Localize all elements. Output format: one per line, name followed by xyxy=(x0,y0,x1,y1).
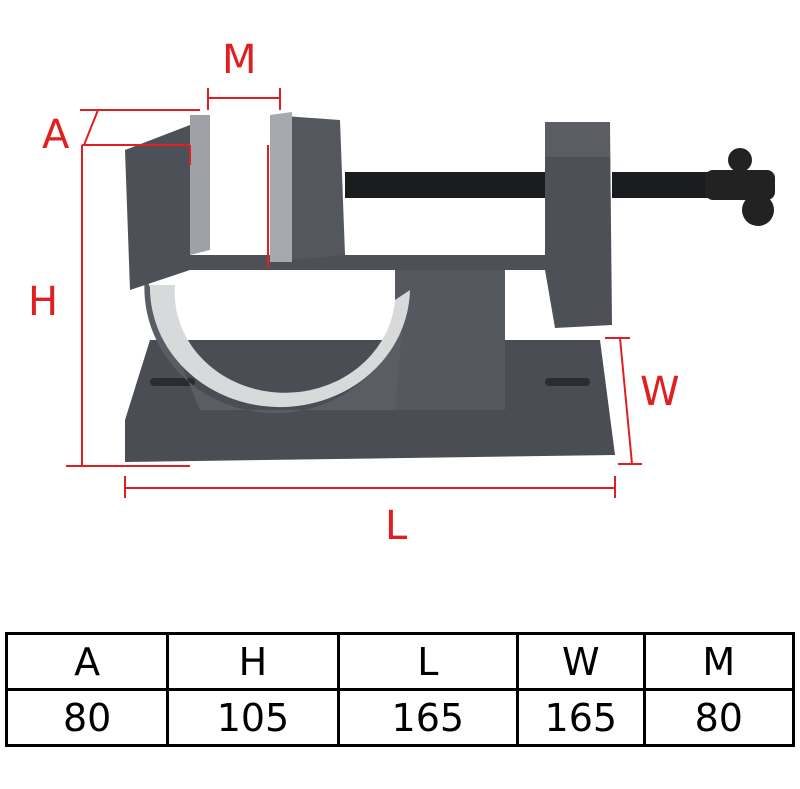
header-l: L xyxy=(336,632,519,691)
dimensions-table: A H L W M 80 105 165 165 80 xyxy=(4,632,796,747)
base-slot-left xyxy=(150,378,195,386)
moving-jaw-face xyxy=(270,112,292,262)
screw-end xyxy=(612,172,712,198)
header-w: W xyxy=(515,632,646,691)
end-block xyxy=(545,122,610,157)
dimension-label-l: L xyxy=(385,503,408,549)
value-l: 165 xyxy=(336,688,519,747)
table-header-row: A H L W M xyxy=(4,632,796,691)
table-value-row: 80 105 165 165 80 xyxy=(4,688,796,747)
lead-screw xyxy=(345,172,545,198)
base-slot-right xyxy=(545,378,590,386)
dimension-lines xyxy=(66,88,642,498)
value-a: 80 xyxy=(4,688,170,747)
tilt-support xyxy=(395,270,505,410)
value-w: 165 xyxy=(515,688,646,747)
handle-hub xyxy=(705,170,775,200)
fixed-jaw xyxy=(190,115,210,255)
header-a: A xyxy=(4,632,170,691)
dimension-label-a: A xyxy=(42,112,70,158)
dimension-label-w: W xyxy=(640,369,680,415)
handle-knob-bottom xyxy=(742,194,774,226)
header-m: M xyxy=(642,632,796,691)
dimension-label-m: M xyxy=(222,37,257,83)
handle-knob-top xyxy=(728,148,752,172)
value-m: 80 xyxy=(642,688,796,747)
angle-scale xyxy=(149,285,410,408)
tilting-vise-illustration xyxy=(66,88,775,498)
tilt-arc-scale xyxy=(144,275,405,414)
dimension-label-h: H xyxy=(28,279,59,325)
value-h: 105 xyxy=(166,688,340,747)
header-h: H xyxy=(166,632,340,691)
